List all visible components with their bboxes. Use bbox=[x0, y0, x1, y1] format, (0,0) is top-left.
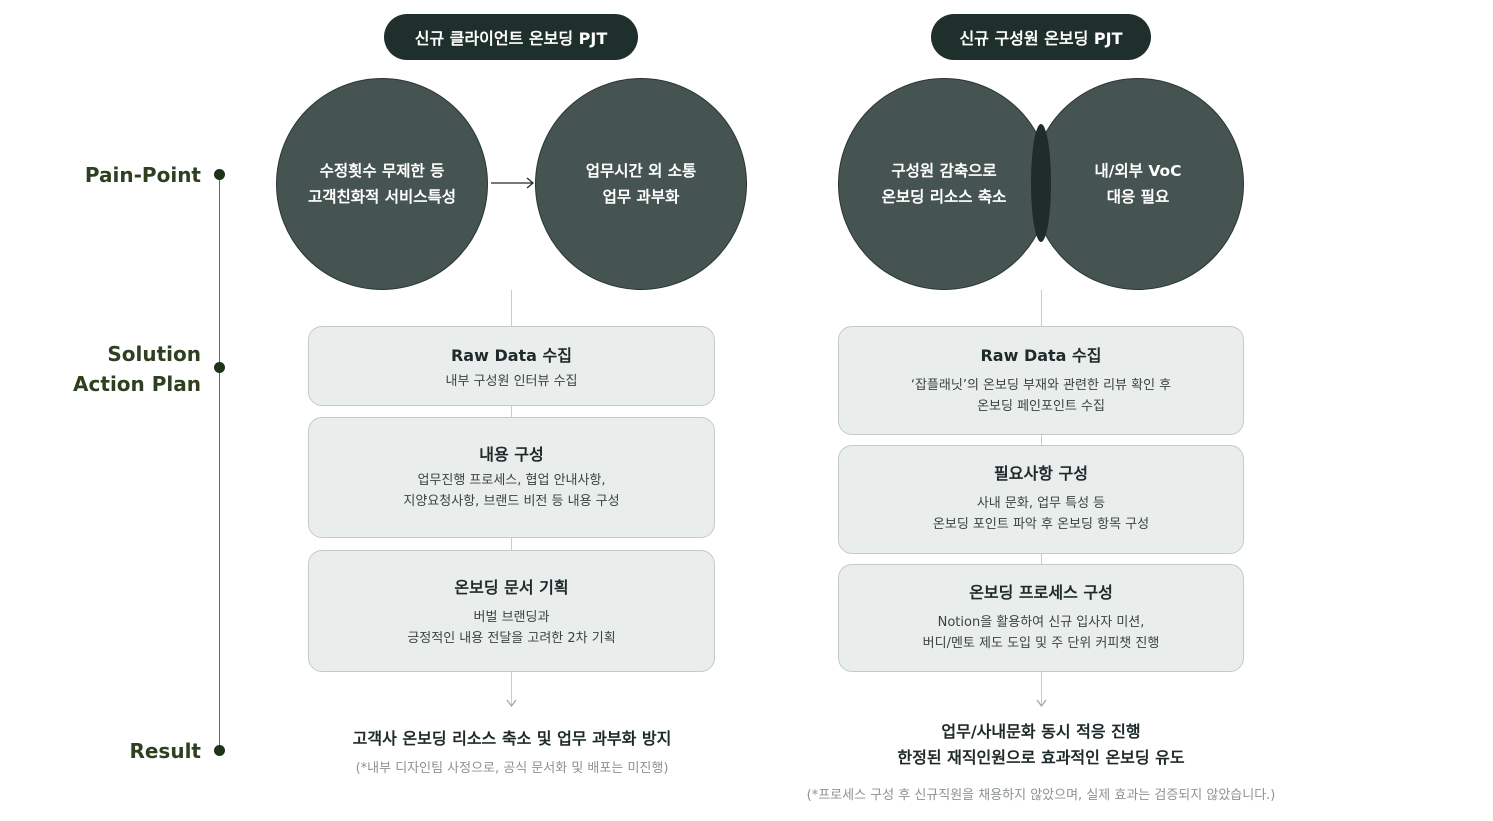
left-step-content: 내용 구성 업무진행 프로세스, 협업 안내사항, 지양요청사항, 브랜드 비전… bbox=[308, 417, 715, 538]
step-desc: 업무진행 프로세스, 협업 안내사항, bbox=[417, 473, 606, 488]
solution-dot bbox=[214, 362, 225, 373]
connector-line bbox=[1041, 554, 1042, 564]
connector-line bbox=[511, 290, 512, 326]
circle-text-line: 구성원 감축으로 bbox=[891, 162, 997, 180]
left-pain-circle-2: 업무시간 외 소통 업무 과부화 bbox=[535, 78, 747, 290]
circle-text-line: 업무 과부화 bbox=[602, 188, 680, 206]
step-title: Raw Data 수집 bbox=[980, 346, 1102, 365]
arrow-right-icon bbox=[491, 177, 535, 189]
left-pain-circle-1: 수정횟수 무제한 등 고객친화적 서비스특성 bbox=[276, 78, 488, 290]
circle-text-line: 내/외부 VoC bbox=[1094, 162, 1182, 180]
result-text: 한정된 재직인원으로 효과적인 온보딩 유도 bbox=[897, 748, 1185, 767]
step-desc: ‘잡플래닛’의 온보딩 부재와 관련한 리뷰 확인 후 bbox=[910, 378, 1172, 393]
step-desc: 온보딩 페인포인트 수집 bbox=[977, 399, 1105, 414]
right-step-raw-data: Raw Data 수집 ‘잡플래닛’의 온보딩 부재와 관련한 리뷰 확인 후 … bbox=[838, 326, 1244, 435]
step-title: 필요사항 구성 bbox=[994, 464, 1088, 483]
circle-text-line: 수정횟수 무제한 등 bbox=[319, 162, 445, 180]
circle-text-line: 대응 필요 bbox=[1106, 188, 1170, 206]
circle-text-line: 업무시간 외 소통 bbox=[585, 162, 697, 180]
connector-line bbox=[511, 406, 512, 417]
step-desc: 지양요청사항, 브랜드 비전 등 내용 구성 bbox=[403, 494, 620, 509]
step-desc: 사내 문화, 업무 특성 등 bbox=[976, 496, 1106, 511]
step-title: Raw Data 수집 bbox=[450, 346, 572, 365]
step-desc: Notion을 활용하여 신규 입사자 미션, bbox=[937, 615, 1145, 630]
circle-text-line: 온보딩 리소스 축소 bbox=[881, 188, 1007, 206]
right-pain-circle-2: 내/외부 VoC 대응 필요 bbox=[1032, 78, 1244, 290]
connector-line bbox=[511, 672, 512, 706]
connector-line bbox=[511, 538, 512, 550]
stage-label-action-plan: Action Plan bbox=[73, 372, 201, 396]
step-desc: 긍정적인 내용 전달을 고려한 2차 기획 bbox=[407, 631, 616, 646]
right-step-process: 온보딩 프로세스 구성 Notion을 활용하여 신규 입사자 미션, 버디/멘… bbox=[838, 564, 1244, 672]
result-text: 고객사 온보딩 리소스 축소 및 업무 과부화 방지 bbox=[352, 729, 672, 748]
left-result-note: (*내부 디자인팀 사정으로, 공식 문서화 및 배포는 미진행) bbox=[355, 761, 669, 776]
connector-line bbox=[1041, 672, 1042, 706]
step-title: 내용 구성 bbox=[479, 445, 544, 464]
stage-label-result: Result bbox=[129, 739, 201, 763]
circle-text-line: 고객친화적 서비스특성 bbox=[308, 188, 456, 206]
arrow-down-icon bbox=[1036, 699, 1047, 707]
step-title: 온보딩 문서 기획 bbox=[454, 578, 569, 597]
right-pain-circle-1: 구성원 감축으로 온보딩 리소스 축소 bbox=[838, 78, 1050, 290]
connector-line bbox=[1041, 290, 1042, 326]
step-desc: 내부 구성원 인터뷰 수집 bbox=[445, 374, 578, 389]
right-result-note: (*프로세스 구성 후 신규직원을 채용하지 않았으며, 실제 효과는 검증되지… bbox=[806, 788, 1276, 803]
step-desc: 버디/멘토 제도 도입 및 주 단위 커피챗 진행 bbox=[922, 636, 1160, 651]
result-dot bbox=[214, 745, 225, 756]
pain-point-dot bbox=[214, 169, 225, 180]
left-step-raw-data: Raw Data 수집 내부 구성원 인터뷰 수집 bbox=[308, 326, 715, 406]
stage-label-solution: Solution bbox=[107, 342, 201, 366]
arrow-down-icon bbox=[506, 699, 517, 707]
left-result: 고객사 온보딩 리소스 축소 및 업무 과부화 방지 bbox=[262, 726, 762, 752]
step-title: 온보딩 프로세스 구성 bbox=[969, 583, 1113, 602]
left-step-document: 온보딩 문서 기획 버벌 브랜딩과 긍정적인 내용 전달을 고려한 2차 기획 bbox=[308, 550, 715, 672]
connector-line bbox=[1041, 435, 1042, 445]
right-step-requirements: 필요사항 구성 사내 문화, 업무 특성 등 온보딩 포인트 파악 후 온보딩 … bbox=[838, 445, 1244, 554]
right-project-title: 신규 구성원 온보딩 PJT bbox=[931, 14, 1151, 60]
circle-overlap bbox=[1031, 124, 1051, 242]
step-desc: 버벌 브랜딩과 bbox=[473, 610, 550, 625]
step-desc: 온보딩 포인트 파악 후 온보딩 항목 구성 bbox=[932, 517, 1150, 532]
stage-label-pain-point: Pain-Point bbox=[84, 163, 201, 187]
result-text: 업무/사내문화 동시 적응 진행 bbox=[941, 722, 1141, 741]
right-result: 업무/사내문화 동시 적응 진행 한정된 재직인원으로 효과적인 온보딩 유도 bbox=[791, 719, 1291, 771]
left-project-title: 신규 클라이언트 온보딩 PJT bbox=[384, 14, 638, 60]
timeline-line bbox=[219, 175, 220, 751]
